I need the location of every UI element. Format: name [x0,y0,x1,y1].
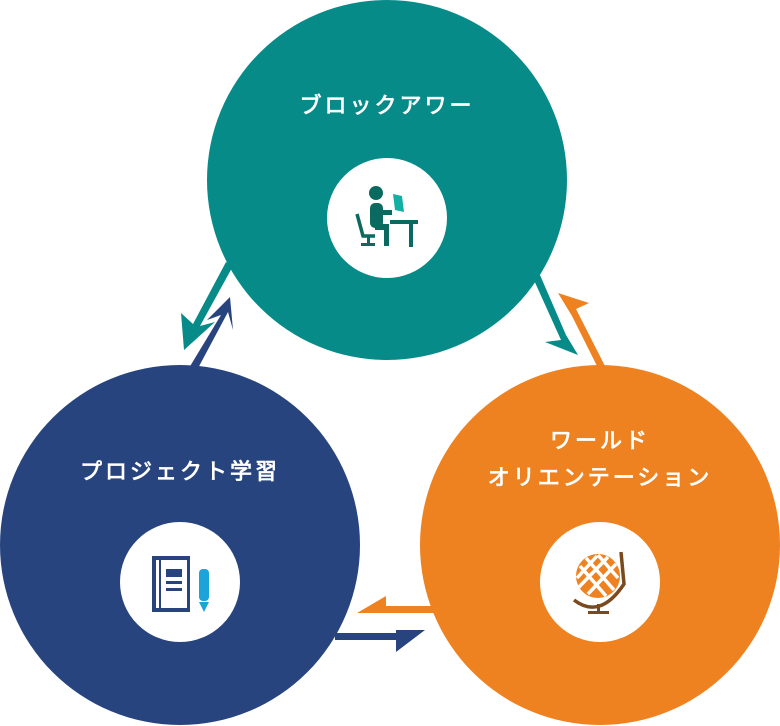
block-hour-icon-background [327,158,447,278]
arrow-orange-to-blue [357,596,435,613]
person-at-desk-icon [355,186,418,247]
arrow-teal-to-blue [181,262,233,350]
world-orientation-label-line2: オリエンテーション [487,466,713,491]
arrow-teal-to-orange [533,275,578,355]
globe-icon [572,551,626,614]
project-learning-label: プロジェクト学習 [79,460,280,485]
arrow-blue-to-orange [335,630,425,652]
arrow-orange-to-teal [558,293,606,370]
world-orientation-label-line1: ワールド [549,429,650,454]
notebook-pencil-icon [152,556,209,612]
arrow-blue-to-teal [189,297,233,372]
block-hour-label: ブロックアワー [299,94,475,119]
